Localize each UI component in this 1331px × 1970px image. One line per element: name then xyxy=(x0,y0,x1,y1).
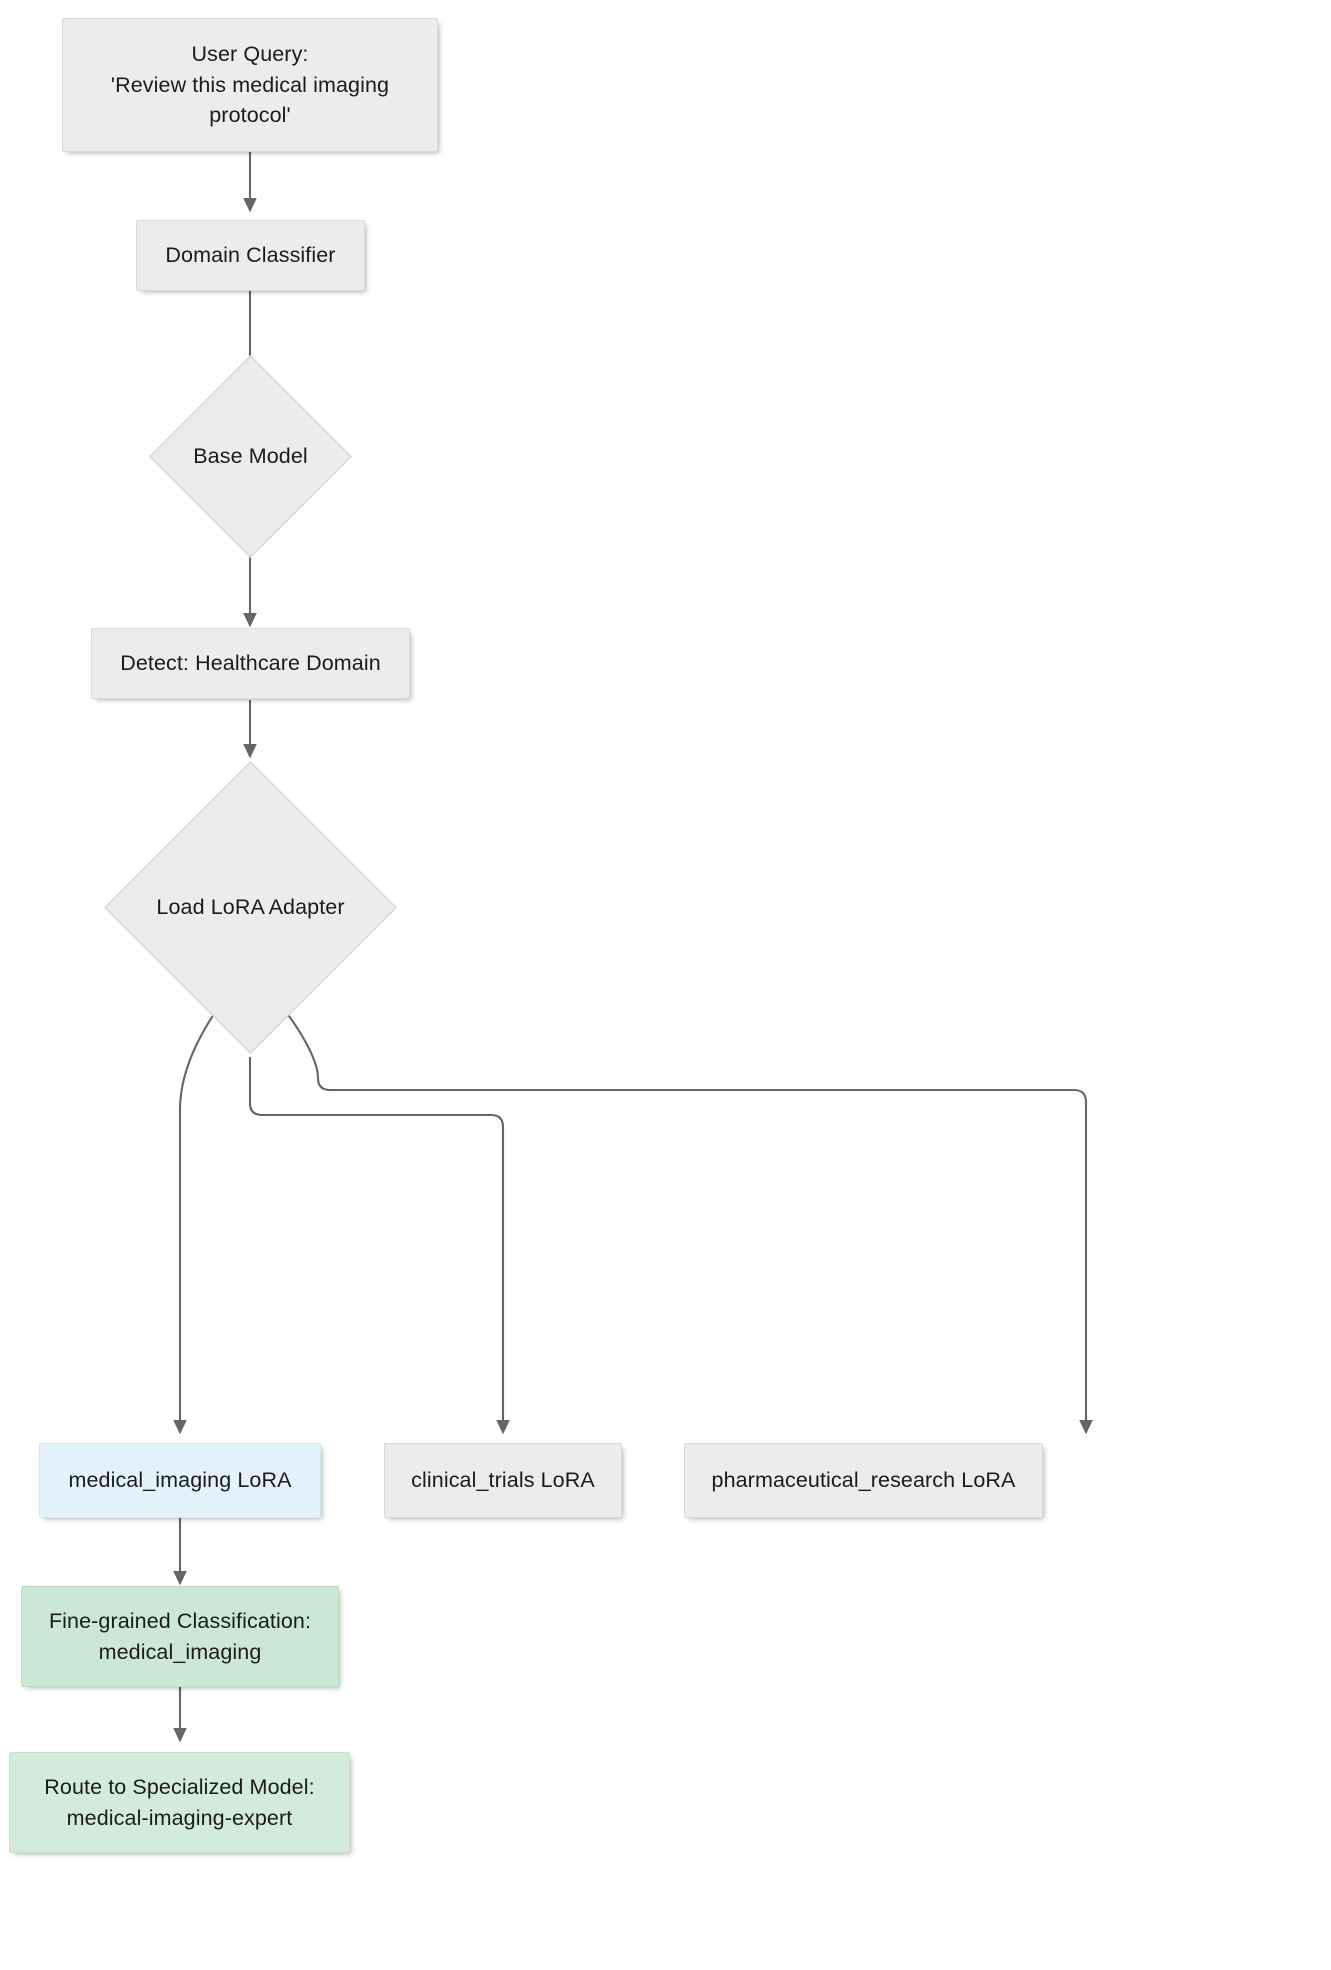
edge-load-lora-to-pharmaceutical-research xyxy=(285,1011,1093,1435)
node-medical-imaging-lora[interactable]: medical_imaging LoRA xyxy=(39,1443,321,1518)
node-detect-healthcare-domain-label: Detect: Healthcare Domain xyxy=(120,651,381,676)
node-fine-grained-classification[interactable]: Fine-grained Classification: medical_ima… xyxy=(21,1586,339,1687)
node-route-to-specialized-model[interactable]: Route to Specialized Model: medical-imag… xyxy=(9,1752,350,1853)
node-load-lora-adapter-label: Load LoRA Adapter xyxy=(156,895,345,920)
node-pharmaceutical-research-lora-label: pharmaceutical_research LoRA xyxy=(711,1468,1016,1493)
edge-load-lora-to-medical-imaging xyxy=(173,1007,219,1435)
node-user-query[interactable]: User Query: 'Review this medical imaging… xyxy=(62,18,438,152)
node-clinical-trials-lora[interactable]: clinical_trials LoRA xyxy=(384,1443,622,1518)
node-load-lora-adapter[interactable]: Load LoRA Adapter xyxy=(101,758,400,1057)
node-detect-healthcare-domain[interactable]: Detect: Healthcare Domain xyxy=(91,628,410,699)
node-user-query-label: User Query: 'Review this medical imaging… xyxy=(110,42,390,128)
node-clinical-trials-lora-label: clinical_trials LoRA xyxy=(411,1468,595,1493)
node-medical-imaging-lora-label: medical_imaging LoRA xyxy=(68,1468,292,1493)
node-route-to-specialized-model-label: Route to Specialized Model: medical-imag… xyxy=(44,1774,315,1830)
load-lora-adapter-diamond-shape xyxy=(103,760,398,1055)
node-base-model[interactable]: Base Model xyxy=(146,352,355,561)
node-domain-classifier-label: Domain Classifier xyxy=(165,243,336,268)
node-base-model-label: Base Model xyxy=(193,444,308,469)
node-domain-classifier[interactable]: Domain Classifier xyxy=(136,220,365,291)
node-pharmaceutical-research-lora[interactable]: pharmaceutical_research LoRA xyxy=(684,1443,1043,1518)
edge-load-lora-to-clinical-trials xyxy=(248,1057,510,1435)
node-fine-grained-classification-label: Fine-grained Classification: medical_ima… xyxy=(48,1608,312,1664)
